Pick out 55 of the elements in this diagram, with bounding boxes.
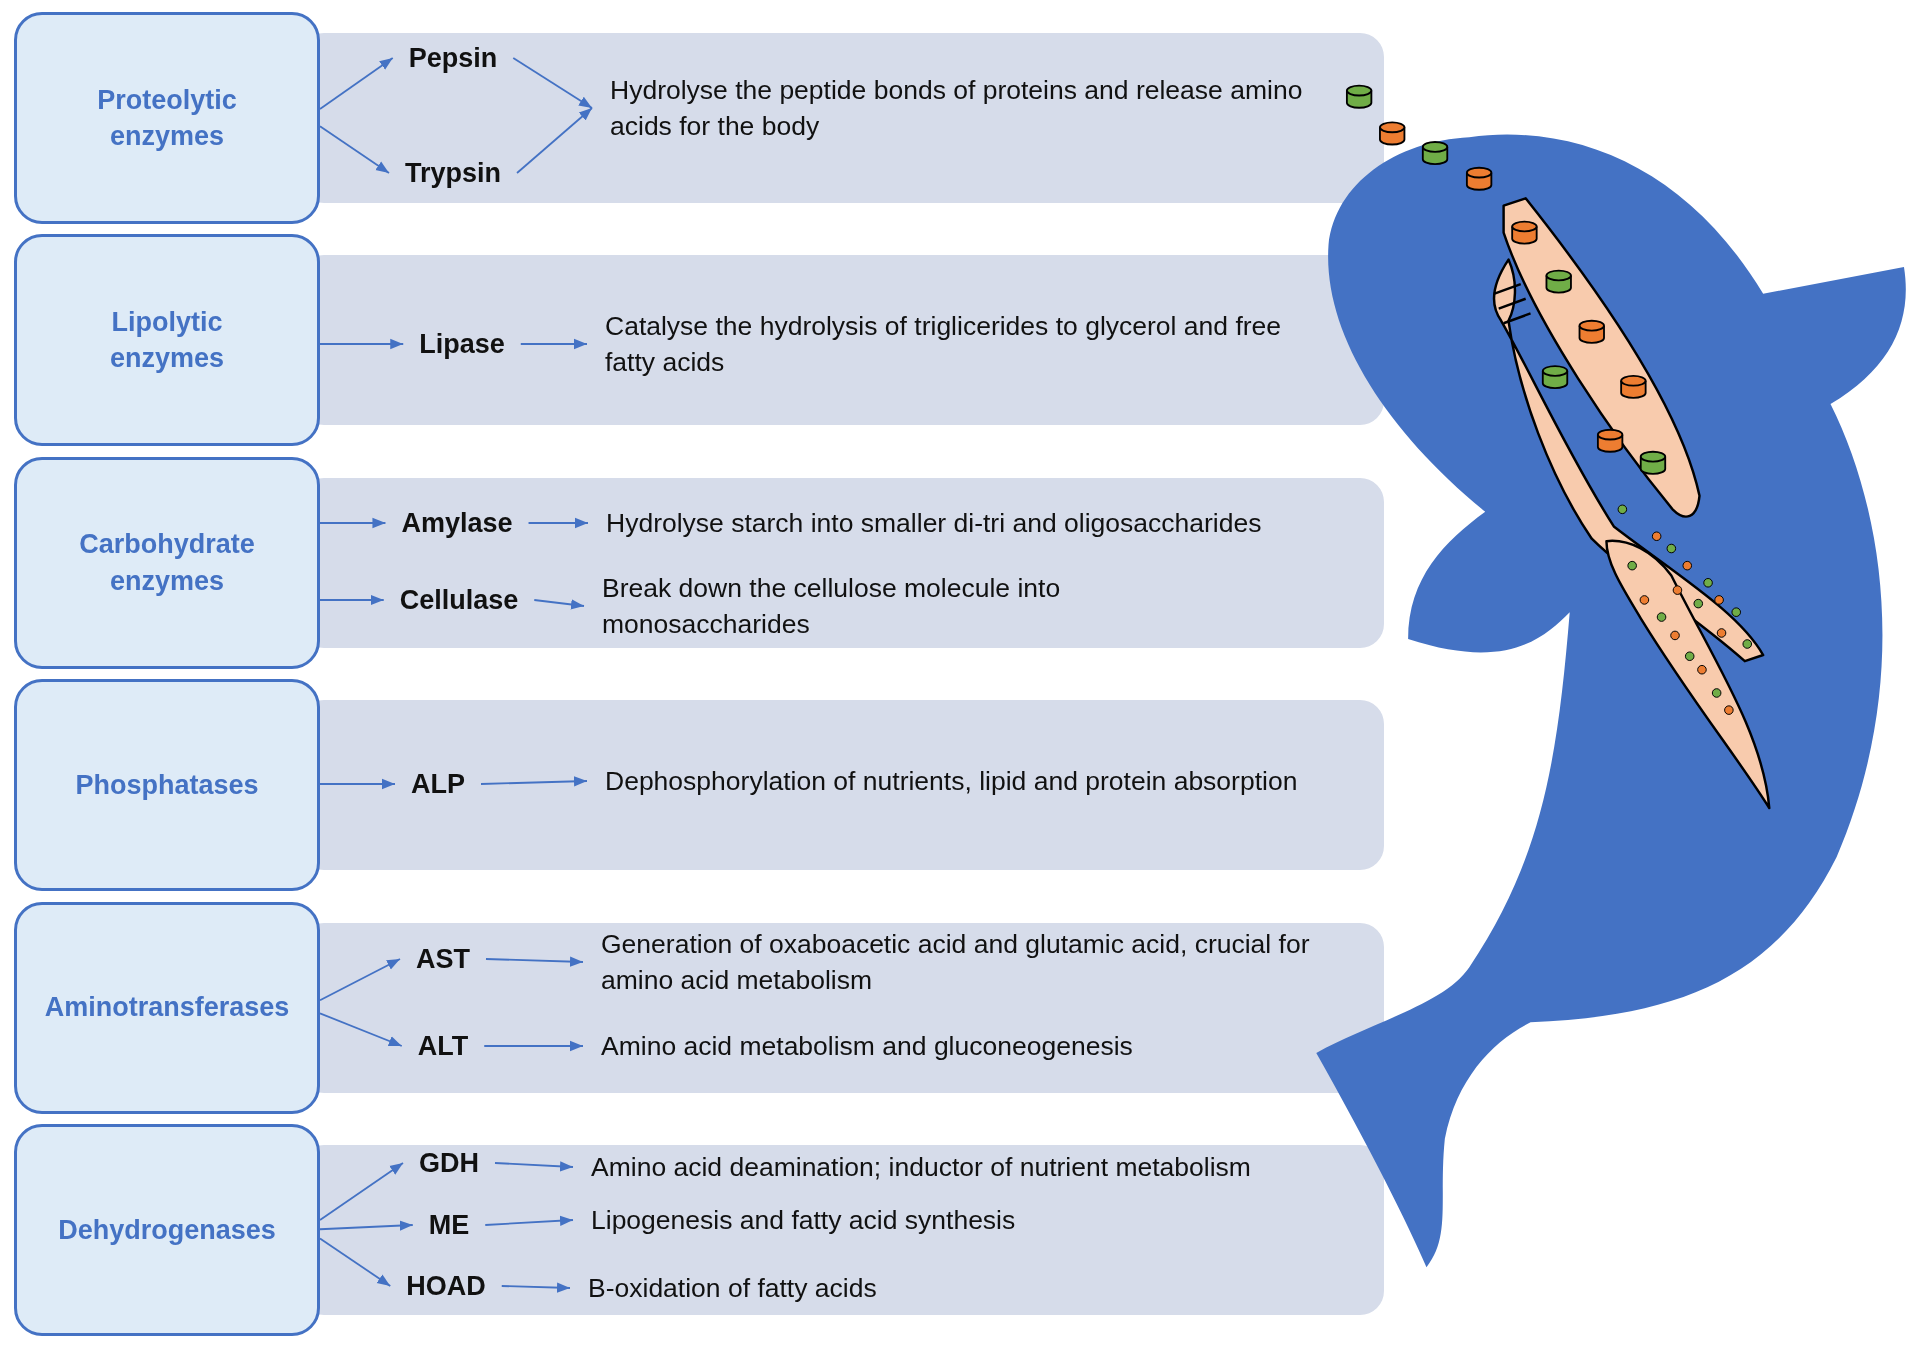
category-box [14,456,320,669]
arrow [519,338,588,350]
arrow [527,517,589,529]
arrow [319,517,387,529]
function-description: Lipogenesis and fatty acid synthesis [573,1202,1391,1238]
arrow [480,776,588,787]
function-description: Catalyse the hydrolysis of triglicerides to glycerol and free fatty acids [587,307,1325,381]
arrow [319,778,396,790]
category-box [14,234,320,447]
arrow [500,1282,571,1293]
arrow [319,125,390,174]
enzyme-name: Amylase [385,507,529,539]
enzyme-name: GDH [403,1147,495,1179]
function-description: Dephosphorylation of nutrients, lipid and protein absorption [587,763,1405,799]
category-box [14,901,320,1114]
arrow [494,1161,574,1172]
arrow [484,1215,574,1226]
function-description: B-oxidation of fatty acids [570,1270,1388,1306]
function-description: Amino acid deamination; inductor of nutrient metabolism [573,1149,1391,1185]
category-box [14,12,320,224]
category-label: Proteolytic enzymes [96,83,238,153]
arrow [319,338,405,350]
enzyme-name: Cellulase [383,584,535,616]
category-label: Aminotransferases [44,991,290,1025]
category-box [14,1124,320,1336]
function-description: Generation of oxaboacetic acid and glutamic acid, crucial for amino acid metabolism [583,925,1381,999]
enzyme-name: ALP [395,768,481,800]
arrow [319,57,394,110]
arrow [319,1162,404,1221]
function-description: Hydrolyse starch into smaller di-tri and oligosaccharides [588,505,1396,541]
enzyme-name: HOAD [390,1270,502,1302]
enzyme-name: Lipase [403,328,521,360]
arrow [516,107,593,174]
arrow [319,1237,392,1287]
category-label: Phosphatases [75,768,259,802]
category-label: Carbohydrate enzymes [78,528,256,598]
arrow [319,594,385,606]
arrow [512,57,593,109]
function-description: Hydrolyse the peptide bonds of proteins and release amino acids for the body [592,71,1320,145]
category-label: Dehydrogenases [58,1213,276,1247]
category-label: Lipolytic enzymes [108,305,226,376]
enzyme-name: ME [412,1209,486,1241]
arrow [319,1220,414,1231]
enzyme-name: AST [400,943,486,975]
enzyme-name: Trypsin [389,157,517,189]
arrow [485,956,584,967]
arrow [319,958,401,1002]
enzyme-name: Pepsin [392,42,514,74]
arrow [483,1040,584,1052]
arrow [533,599,585,610]
function-description: Break down the cellulose molecule into monosaccharides [584,569,1162,643]
arrow [319,1012,403,1047]
category-box [14,679,320,892]
enzyme-name: ALT [401,1030,485,1062]
function-description: Amino acid metabolism and gluconeogenesis [583,1028,1381,1064]
